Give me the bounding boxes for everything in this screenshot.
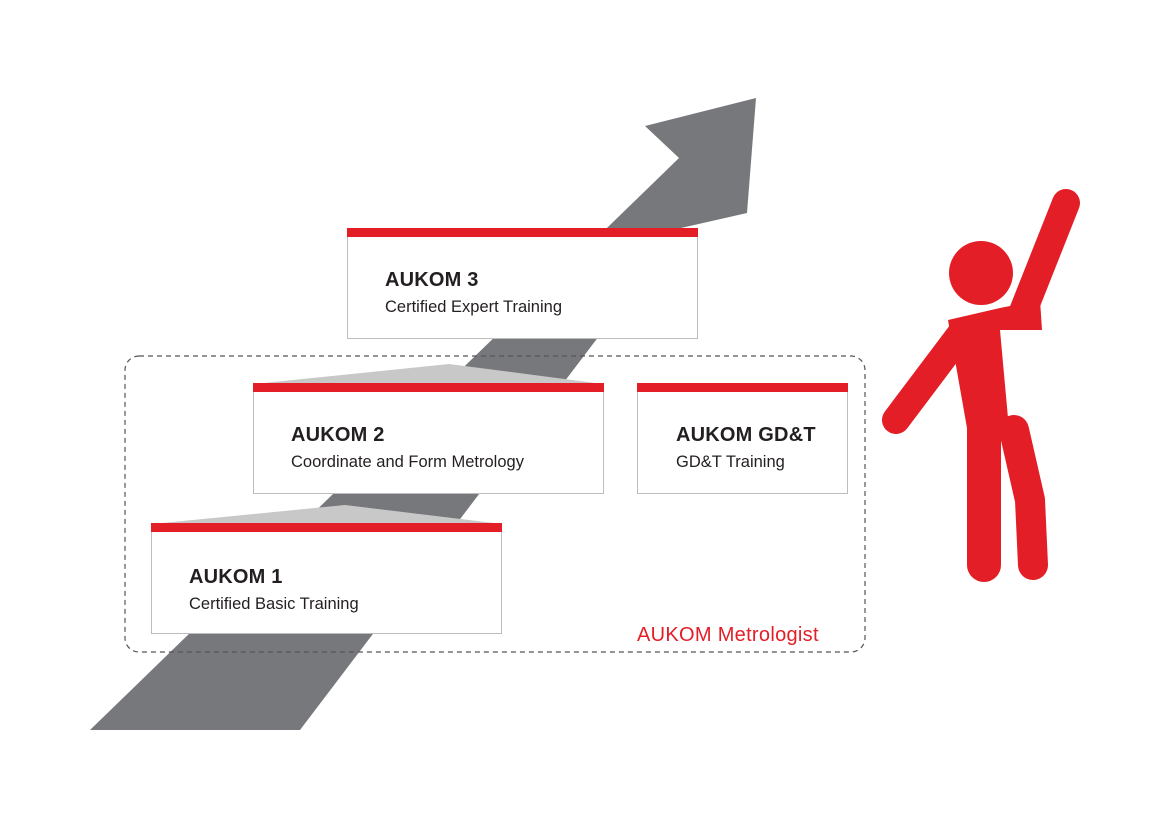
red-header-bar bbox=[151, 523, 502, 532]
level-subtitle: Certified Expert Training bbox=[385, 298, 562, 316]
level-subtitle: GD&T Training bbox=[676, 453, 785, 471]
level-box-aukom-2: AUKOM 2 Coordinate and Form Metrology bbox=[253, 383, 604, 494]
metrologist-group-label: AUKOM Metrologist bbox=[637, 624, 819, 646]
step-wedge-2 bbox=[254, 364, 603, 384]
level-box-aukom-gdt: AUKOM GD&T GD&T Training bbox=[637, 383, 848, 494]
red-header-bar bbox=[253, 383, 604, 392]
level-title: AUKOM 2 bbox=[291, 424, 385, 446]
level-title: AUKOM GD&T bbox=[676, 424, 816, 446]
level-title: AUKOM 3 bbox=[385, 269, 479, 291]
red-header-bar bbox=[637, 383, 848, 392]
level-box-aukom-3: AUKOM 3 Certified Expert Training bbox=[347, 228, 698, 339]
red-header-bar bbox=[347, 228, 698, 237]
level-box-aukom-1: AUKOM 1 Certified Basic Training bbox=[151, 523, 502, 634]
cheering-person-icon bbox=[882, 189, 1080, 582]
level-subtitle: Coordinate and Form Metrology bbox=[291, 453, 524, 471]
level-title: AUKOM 1 bbox=[189, 566, 283, 588]
metrologist-group-outline bbox=[124, 355, 866, 653]
step-wedge-1 bbox=[152, 505, 502, 524]
level-subtitle: Certified Basic Training bbox=[189, 595, 359, 613]
